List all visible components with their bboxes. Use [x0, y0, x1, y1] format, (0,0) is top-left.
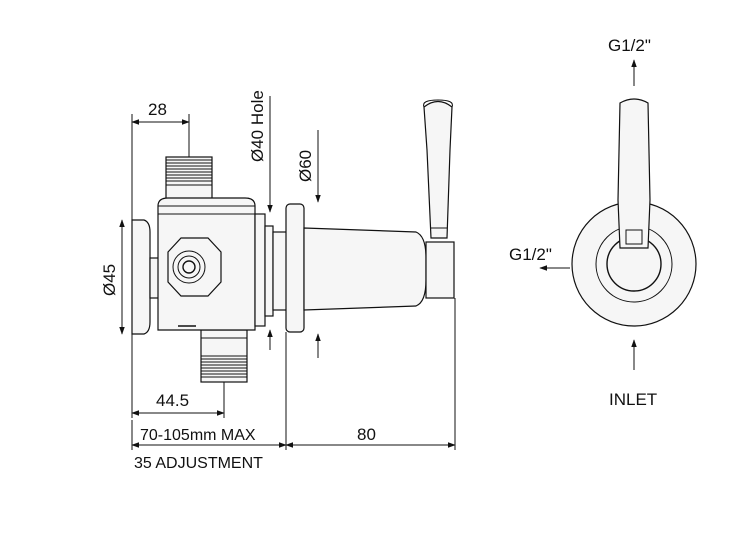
wall-plate [285, 203, 305, 333]
bottom-threaded-pipe [200, 329, 248, 383]
dim-28-label: 28 [148, 100, 167, 119]
dim-80-label: 80 [357, 425, 376, 444]
dim-range-max-label: 70-105mm MAX [140, 427, 256, 444]
dim-60-label: Ø60 [296, 150, 315, 182]
dim-44-5-label: 44.5 [156, 391, 189, 410]
top-threaded-pipe [165, 156, 213, 205]
lever-handle [423, 100, 453, 239]
dim-45-label: Ø45 [100, 264, 119, 296]
dim-adjustment-label: 35 ADJUSTMENT [134, 455, 263, 472]
valve-body [157, 197, 256, 331]
dim-40-hole-label: Ø40 Hole [248, 90, 267, 162]
front-shroud [303, 227, 427, 311]
side-view [131, 99, 455, 383]
top-outlet-label: G1/2" [608, 36, 651, 55]
left-cap [131, 219, 161, 335]
dimension-lines [119, 96, 456, 450]
left-outlet-label: G1/2" [509, 245, 552, 264]
inlet-label: INLET [609, 390, 657, 409]
body-neck [254, 213, 288, 327]
front-lever [617, 98, 651, 249]
front-view [539, 59, 697, 370]
lever-hub [425, 241, 455, 299]
